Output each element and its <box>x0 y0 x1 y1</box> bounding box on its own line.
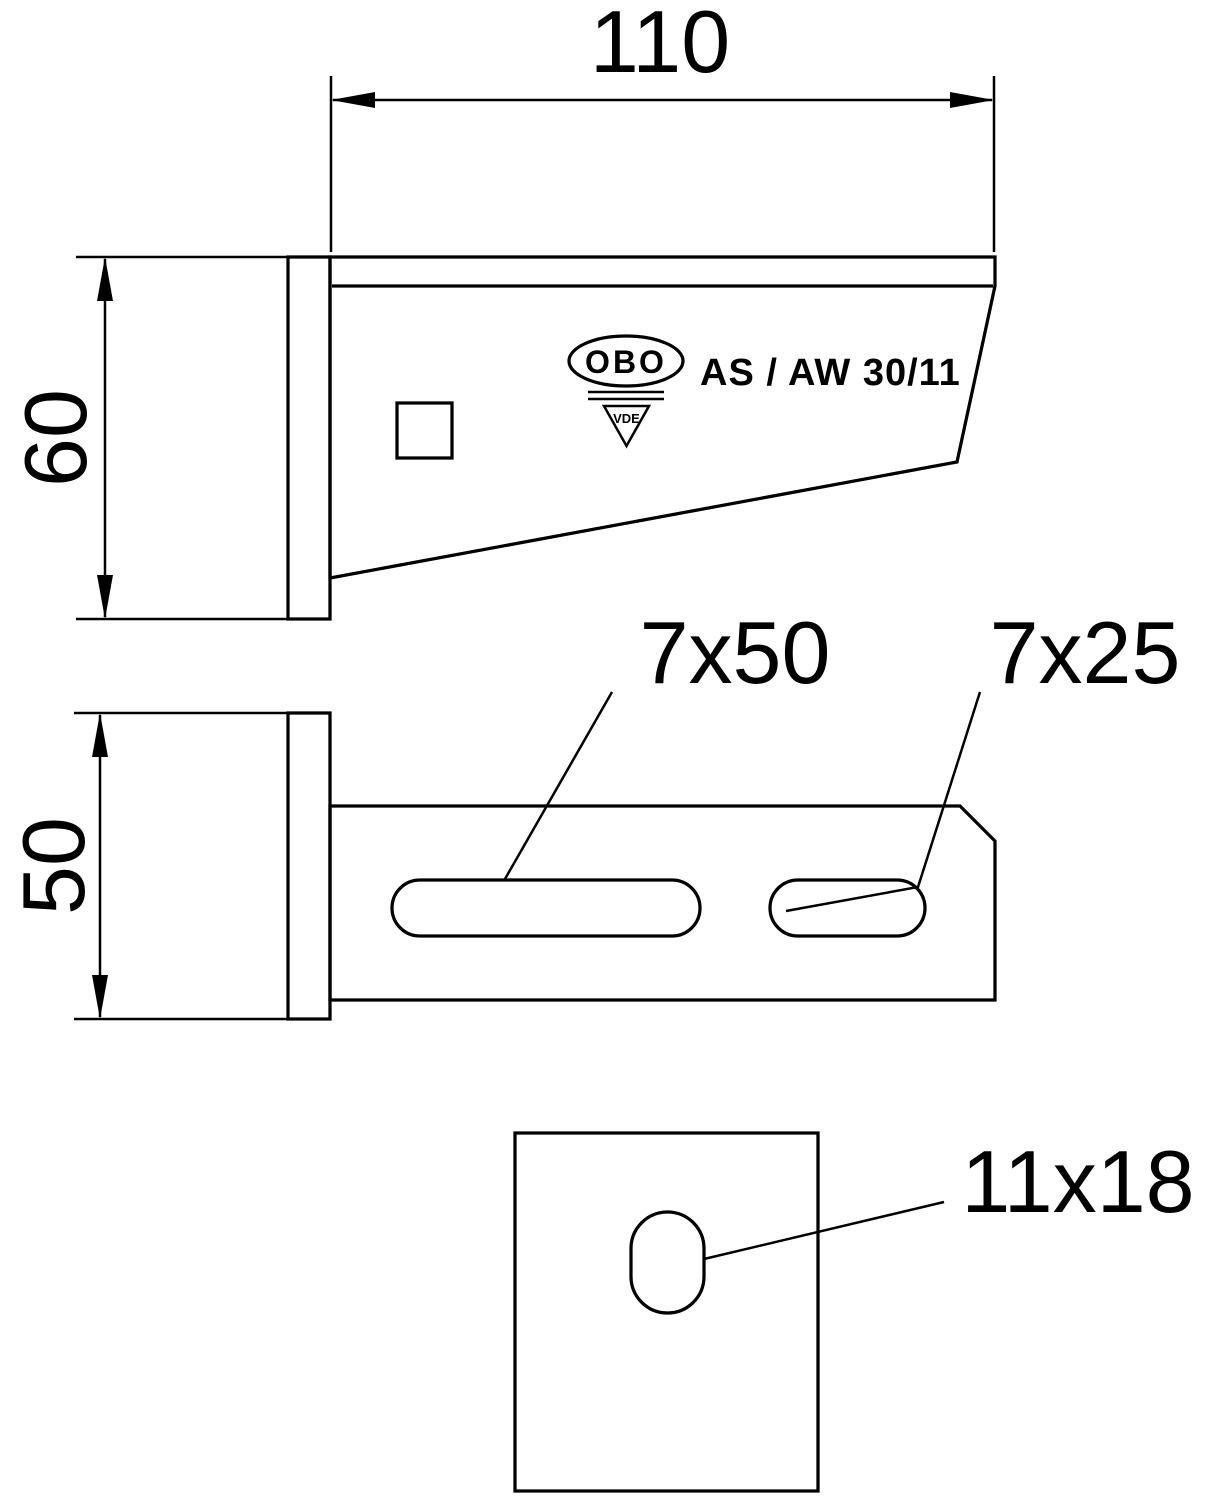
slot-long-label: 7x50 <box>640 603 831 702</box>
dimension-height-side-label: 60 <box>6 389 105 487</box>
arrowhead-up-icon <box>97 257 113 301</box>
vde-mark: VDE <box>601 404 652 449</box>
leader-line <box>785 691 982 913</box>
leader-line <box>503 691 614 880</box>
vde-mark-text: VDE <box>613 411 640 426</box>
model-marking-text: AS / AW 30/11 <box>700 352 961 394</box>
side-view-arm-outline <box>328 255 997 580</box>
side-view: OBO AS / AW 30/11 VDE <box>286 255 997 621</box>
dimension-height-side: 60 <box>6 255 330 621</box>
arrowhead-up-icon <box>92 713 108 757</box>
base-plate-outline <box>513 1131 820 1493</box>
plan-view-arm-outline <box>328 804 997 1002</box>
base-plate-view <box>513 1131 820 1493</box>
long-slot-hole <box>390 878 702 938</box>
label-slot-short: 7x25 <box>785 603 1181 913</box>
leader-line <box>703 1200 945 1261</box>
anchor-slot-hole <box>629 1210 706 1315</box>
label-slot-long: 7x50 <box>503 603 831 880</box>
side-view-wall-plate <box>286 255 332 621</box>
label-anchor-slot: 11x18 <box>703 1132 1195 1261</box>
vde-triangle-icon <box>601 404 652 449</box>
side-view-square-hole <box>395 401 454 460</box>
dimension-height-plan-label: 50 <box>4 817 103 915</box>
dimension-length: 110 <box>329 0 996 252</box>
plan-view-wall-plate <box>286 711 332 1021</box>
arrowhead-down-icon <box>97 575 113 619</box>
anchor-slot-label: 11x18 <box>961 1132 1194 1231</box>
plan-view <box>286 711 997 1021</box>
slot-short-label: 7x25 <box>990 603 1181 702</box>
short-slot-hole <box>768 878 927 938</box>
obo-logo-text: OBO <box>585 344 667 380</box>
dimension-height-plan: 50 <box>4 711 330 1021</box>
dimension-length-label: 110 <box>590 0 730 91</box>
arrowhead-left-icon <box>331 92 375 108</box>
arrowhead-down-icon <box>92 975 108 1019</box>
arrowhead-right-icon <box>950 92 994 108</box>
obo-logo: OBO <box>567 334 685 401</box>
obo-logo-ellipse <box>567 334 685 388</box>
